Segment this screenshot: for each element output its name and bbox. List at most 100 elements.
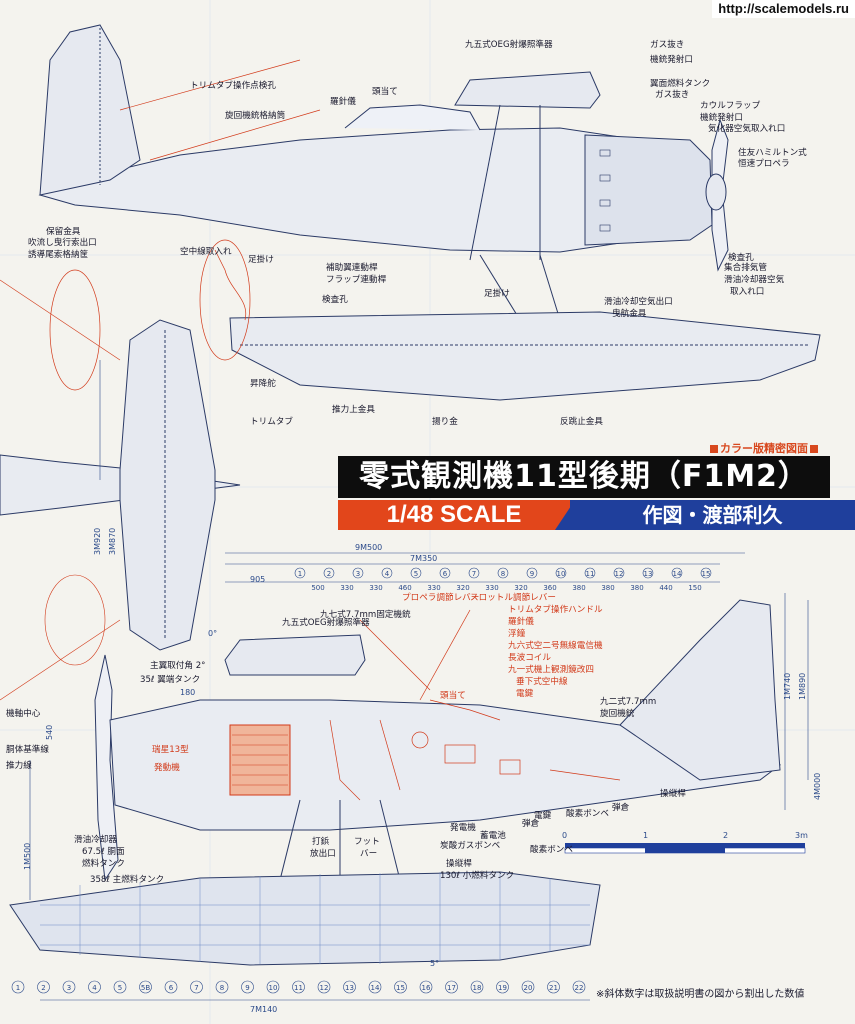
station-circle xyxy=(323,567,335,579)
callout-label: 九一式機上観測鏡改四 xyxy=(508,663,594,675)
station-number: 14 xyxy=(673,570,682,578)
float-station-number: 21 xyxy=(549,984,558,992)
callout-label: 九六式空二号無線電信機 xyxy=(508,639,603,651)
callout-label: 旋回機銃格納筒 xyxy=(225,109,286,121)
callout-label: 蓄電池 xyxy=(480,829,506,841)
callout-label: 推力上金具 xyxy=(332,403,375,415)
tag-square-left xyxy=(710,445,718,453)
station-spacing: 500 xyxy=(311,584,324,592)
float-station-number: 1 xyxy=(16,984,20,992)
float-station-number: 20 xyxy=(524,984,533,992)
float-station-number: 9 xyxy=(245,984,249,992)
dim-prop-height: 1M500 xyxy=(23,843,32,870)
station-circle xyxy=(671,567,683,579)
station-number: 4 xyxy=(385,570,390,578)
callout-label: 滑油冷却器空気 xyxy=(724,273,785,285)
station-number: 15 xyxy=(702,570,711,578)
callout-label: プロペラ調節レバー xyxy=(402,591,479,603)
callout-label: 頭当て xyxy=(440,689,466,701)
callout-label: 発動機 xyxy=(154,761,180,773)
tag-square-right xyxy=(810,445,818,453)
station-circle xyxy=(468,567,480,579)
dim-tail-height-a: 1M740 xyxy=(783,673,792,700)
callout-label: バー xyxy=(360,848,377,859)
callout-label: 取入れ口 xyxy=(730,286,764,297)
scale-ruler-ticks: 0 1 2 3m xyxy=(562,831,808,840)
station-circle xyxy=(555,567,567,579)
station-circle xyxy=(410,567,422,579)
callout-label: 検査孔 xyxy=(728,251,754,263)
float-station-circle xyxy=(113,980,127,994)
dim-float-angle: 5° xyxy=(430,959,439,968)
scale-label: 1/48 SCALE xyxy=(338,500,570,530)
callout-label: 35ℓ 翼端タンク xyxy=(140,673,200,685)
callout-label: 昇降舵 xyxy=(250,377,276,389)
callout-label: 検査孔 xyxy=(322,293,348,305)
float-station-circle xyxy=(11,980,25,994)
callout-label: 操縦桿 xyxy=(660,787,686,799)
callout-label: 保留金具 xyxy=(46,225,81,237)
callout-label: 電鍵 xyxy=(516,687,534,699)
color-edition-tag-text: カラー版精密図面 xyxy=(720,442,808,455)
callout-label: 発電機 xyxy=(450,821,476,833)
float-station-number: 4 xyxy=(92,984,97,992)
station-number: 5 xyxy=(414,570,418,578)
callout-label: 曳航金具 xyxy=(612,307,647,319)
callout-label: 補助翼連動桿 xyxy=(326,261,378,273)
station-number: 1 xyxy=(298,570,302,578)
station-circle xyxy=(381,567,393,579)
callout-label: 推力線 xyxy=(6,759,32,771)
callout-label: 弾倉 xyxy=(612,801,630,813)
station-spacing: 330 xyxy=(340,584,353,592)
float-station-number: 3 xyxy=(67,984,71,992)
station-circle xyxy=(526,567,538,579)
float-station-circle xyxy=(394,980,407,994)
station-spacing: 380 xyxy=(630,584,643,592)
station-spacing: 330 xyxy=(485,584,498,592)
top-view-callouts: 九五式OEG射爆照準器ガス抜き機銃発射口翼面燃料タンクガス抜きトリムタブ操作点検… xyxy=(28,38,807,427)
callout-label: 358ℓ 主燃料タンク xyxy=(90,873,164,885)
station-number: 11 xyxy=(586,570,595,578)
float-station-circle xyxy=(62,980,76,994)
callout-label: 胴体基準線 xyxy=(6,743,49,755)
callout-label: 弾倉 xyxy=(522,817,540,829)
scale-tick-0: 0 xyxy=(562,831,567,840)
callout-label: 酸素ボンベ xyxy=(566,807,609,819)
float-station-circle xyxy=(419,980,433,994)
station-number: 6 xyxy=(443,570,448,578)
station-spacing: 440 xyxy=(659,584,672,592)
page-title: 零式観測機11型後期（F1M2） xyxy=(338,456,830,498)
station-number: 3 xyxy=(356,570,360,578)
station-spacing: 460 xyxy=(398,584,411,592)
float-station-number: 22 xyxy=(575,984,584,992)
callout-label: 滑油冷却空気出口 xyxy=(604,295,673,307)
station-circle xyxy=(294,567,306,579)
station-spacing: 330 xyxy=(427,584,440,592)
float-station-circle xyxy=(37,980,50,994)
float-station-circle xyxy=(445,980,458,994)
float-station-circle xyxy=(343,980,356,994)
dimension-texts: 9M500 7M350 7M140 905 0° 5° 180 540 3M92… xyxy=(23,528,822,1014)
float-station-number: 19 xyxy=(498,984,507,992)
watermark-url: http://scalemodels.ru xyxy=(712,0,855,18)
dim-span-half-b: 3M870 xyxy=(108,528,117,555)
station-spacing: 380 xyxy=(572,584,585,592)
float-station-number: 8 xyxy=(220,984,224,992)
float-station-number: 14 xyxy=(371,984,380,992)
station-number: 7 xyxy=(472,570,476,578)
callout-label: 誘導尾索格納筐 xyxy=(28,248,89,260)
scale-tick-1: 1 xyxy=(643,831,648,840)
station-number: 8 xyxy=(501,570,505,578)
float-station-number: 5 xyxy=(118,984,122,992)
bottom-view-callouts: プロペラ調節レバースロットル調節レバー九七式7.7mm固定機銃トリムタブ操作ハン… xyxy=(6,591,686,885)
dim-wing-angle: 0° xyxy=(208,629,217,638)
station-circle xyxy=(700,567,712,579)
station-spacing: 320 xyxy=(514,584,527,592)
station-number: 12 xyxy=(615,570,624,578)
dim-tail-height-b: 1M890 xyxy=(798,673,807,700)
callout-label: 長波コイル xyxy=(508,651,551,663)
float-station-circle xyxy=(292,980,305,994)
float-station-circle xyxy=(266,980,280,994)
